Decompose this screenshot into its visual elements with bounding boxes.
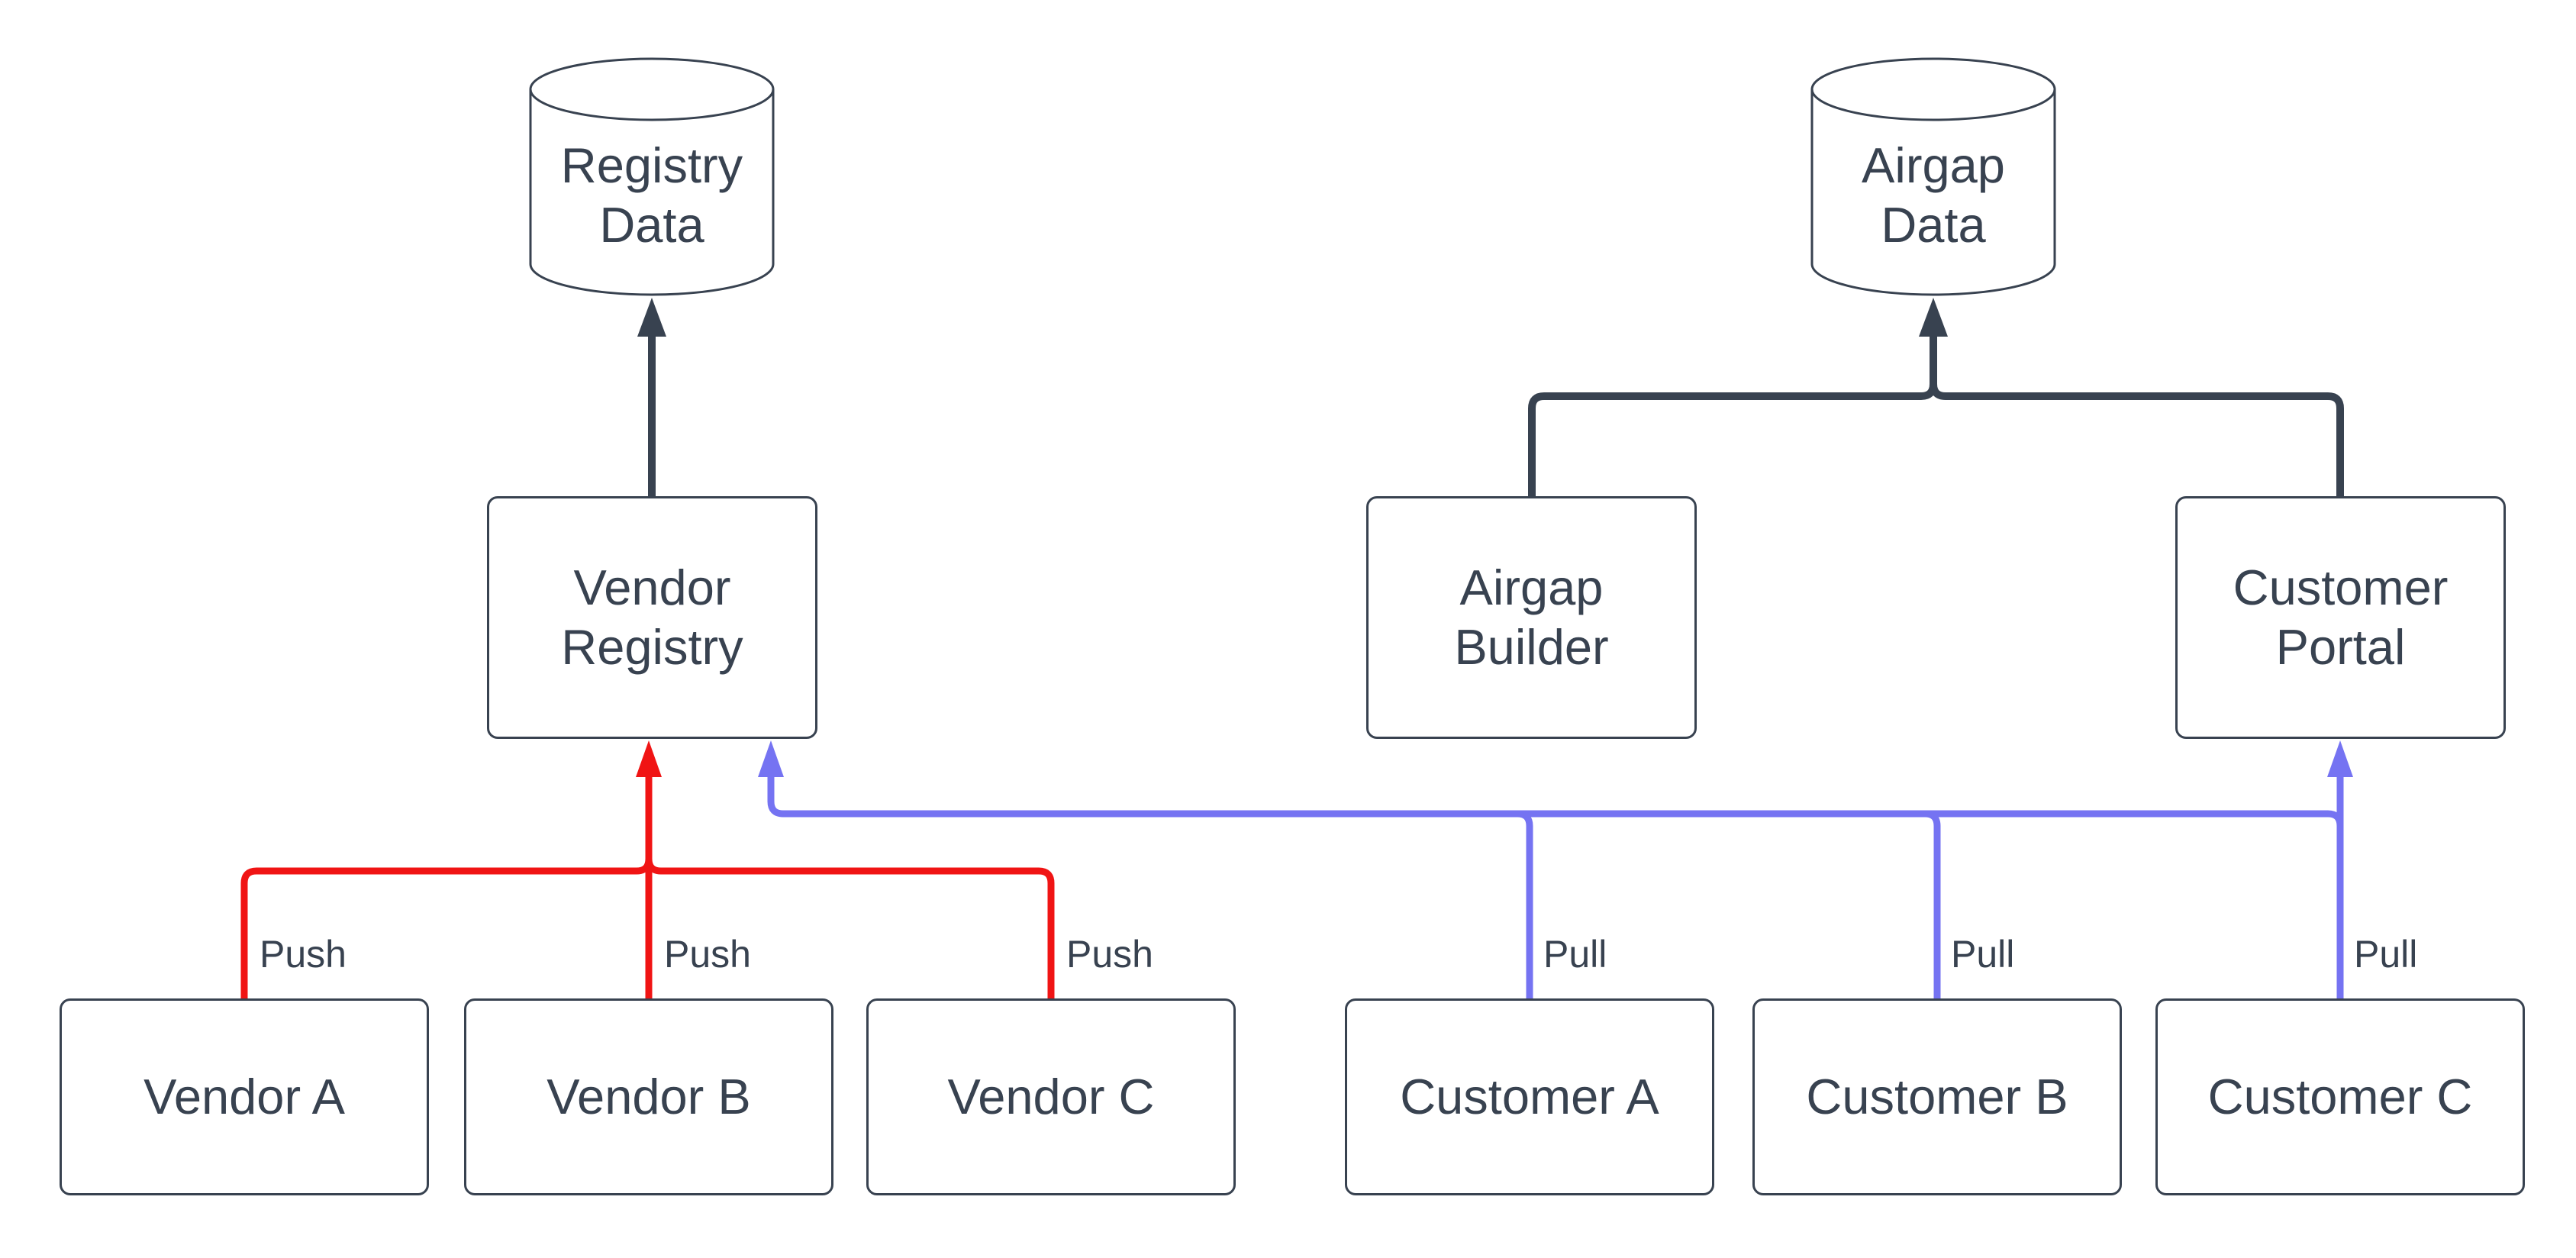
label-line: Vendor: [573, 560, 731, 615]
node-label: Vendor B: [546, 1069, 751, 1124]
node-label: Customer A: [1400, 1069, 1659, 1124]
node-label-registry-data: Registry Data: [528, 136, 775, 255]
label-line: Customer: [2233, 560, 2449, 615]
label-line: Airgap: [1862, 137, 2005, 193]
label-line: Data: [1881, 197, 1986, 253]
label-line: Airgap: [1459, 560, 1604, 615]
node-label: Customer C: [2207, 1069, 2473, 1124]
database-cylinder-icon: [529, 57, 775, 296]
label-line: Data: [599, 197, 704, 253]
node-vendor-a: Vendor A: [60, 998, 429, 1195]
label-line: Builder: [1454, 619, 1609, 675]
label-line: Registry: [560, 137, 743, 193]
node-customer-a: Customer A: [1345, 998, 1714, 1195]
node-label: Customer B: [1806, 1069, 2068, 1124]
node-label: Vendor A: [143, 1069, 345, 1124]
arrowhead-push-vendor-registry: [636, 740, 662, 777]
node-vendor-b: Vendor B: [464, 998, 833, 1195]
label-line: Portal: [2275, 619, 2406, 675]
arrowhead-registry-data: [637, 298, 666, 337]
node-customer-c: Customer C: [2155, 998, 2525, 1195]
edge-label-push-vendor-b: Push: [664, 933, 751, 976]
node-label: Vendor C: [947, 1069, 1155, 1124]
arrowhead-airgap-data: [1919, 298, 1948, 337]
node-vendor-c: Vendor C: [866, 998, 1236, 1195]
arrowhead-pull-vendor-registry: [758, 740, 784, 777]
edge-vendor-c-push: [645, 775, 1055, 998]
arrowhead-pull-customer-portal: [2327, 740, 2353, 777]
node-registry-data: Registry Data: [528, 56, 775, 297]
node-customer-portal: Customer Portal: [2175, 496, 2506, 739]
edge-customer-portal-to-airgap-data: [1930, 333, 2344, 496]
edge-label-pull-customer-c: Pull: [2354, 933, 2418, 976]
node-label-airgap-data: Airgap Data: [1810, 136, 2057, 255]
node-customer-b: Customer B: [1752, 998, 2122, 1195]
node-airgap-builder: Airgap Builder: [1366, 496, 1697, 739]
edge-label-pull-customer-a: Pull: [1543, 933, 1607, 976]
node-vendor-registry: Vendor Registry: [487, 496, 817, 739]
edge-label-push-vendor-a: Push: [260, 933, 347, 976]
label-line: Registry: [561, 619, 743, 675]
node-airgap-data: Airgap Data: [1810, 56, 2057, 297]
edge-label-push-vendor-c: Push: [1066, 933, 1153, 976]
edge-label-pull-customer-b: Pull: [1951, 933, 2015, 976]
edge-customer-b-pull: [878, 810, 1941, 998]
edge-airgap-builder-to-airgap-data: [1528, 333, 1937, 496]
database-cylinder-icon: [1810, 57, 2056, 296]
